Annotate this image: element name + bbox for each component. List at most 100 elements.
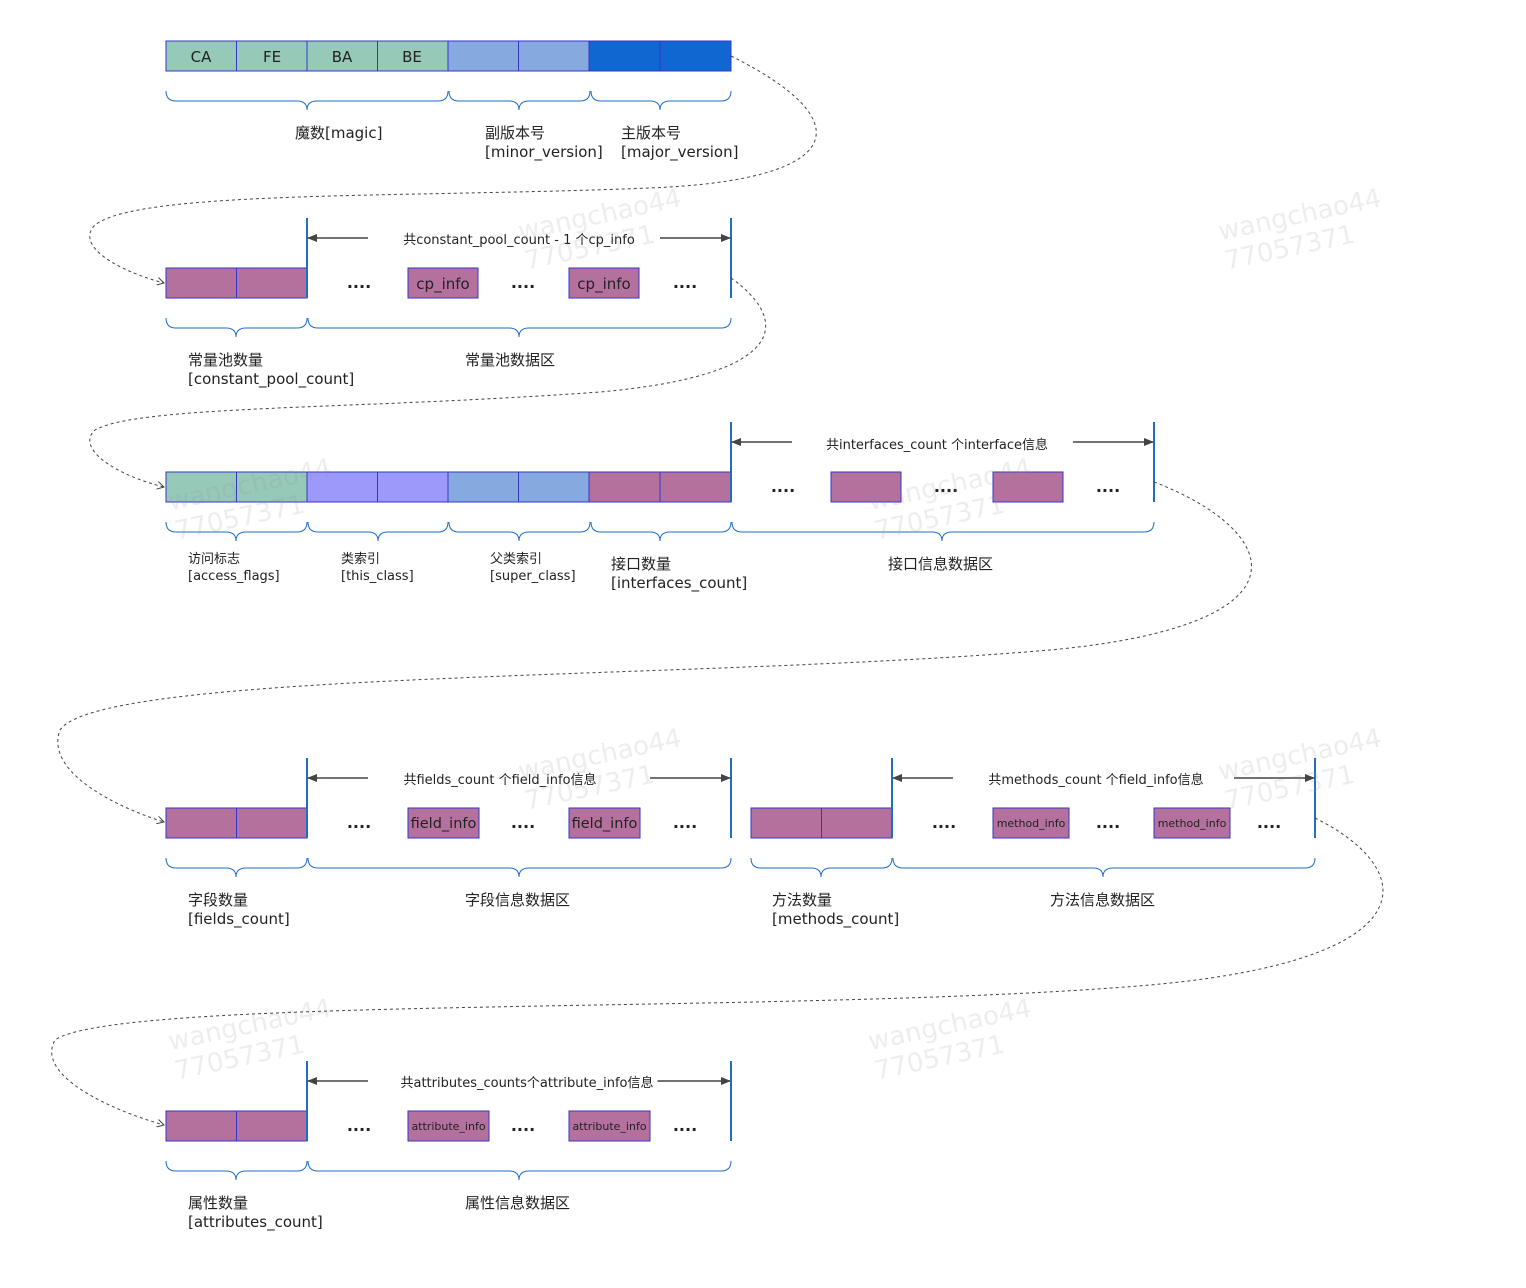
magic-brace <box>165 90 449 111</box>
attribute-info-cell-1 <box>407 1110 490 1142</box>
fields-count-cell-1 <box>165 807 237 839</box>
row4-fields-cells: field_info field_info .... .... .... <box>165 807 697 839</box>
constant-pool-count-cell-1 <box>165 267 237 299</box>
attribute-info-text-2: attribute_info <box>572 1120 646 1133</box>
field-ellipsis-1: .... <box>347 813 371 832</box>
super-class-cell-1 <box>447 471 519 503</box>
interfaces-count-cell-2 <box>659 471 732 503</box>
constant-pool-count-label: 常量池数量 [constant_pool_count] <box>188 351 355 388</box>
super-class-label: 父类索引 [super_class] <box>490 552 576 584</box>
minor-version-cell-1 <box>447 40 519 72</box>
method-ellipsis-3: .... <box>1257 813 1281 832</box>
cp-ellipsis-1: .... <box>347 273 371 292</box>
cp-ellipsis-3: .... <box>673 273 697 292</box>
field-ellipsis-3: .... <box>673 813 697 832</box>
fields-data-brace <box>307 857 732 878</box>
row2-bars-arrows <box>306 218 732 298</box>
row5-cells: attribute_info attribute_info .... .... … <box>165 1110 697 1142</box>
row5-bars-arrows <box>306 1061 732 1141</box>
attr-ellipsis-1: .... <box>347 1116 371 1135</box>
fields-data-label: 字段信息数据区 <box>465 891 571 909</box>
iface-ellipsis-1: .... <box>771 477 795 496</box>
interfaces-count-cell-1 <box>588 471 661 503</box>
fields-count-label: 字段数量 [fields_count] <box>188 891 290 928</box>
field-info-text-1: field_info <box>411 816 477 832</box>
minor-version-cell-2 <box>518 40 590 72</box>
access-flags-label: 访问标志 [access_flags] <box>188 552 280 584</box>
interfaces-span-label: 共interfaces_count 个interface信息 <box>821 434 1053 453</box>
method-info-text-2: method_info <box>1158 817 1227 830</box>
methods-count-brace <box>750 857 893 878</box>
access-flags-cell-1 <box>165 471 237 503</box>
iface-ellipsis-2: .... <box>934 477 958 496</box>
row2-braces <box>165 317 732 338</box>
row3-cells: .... .... .... <box>165 471 1120 503</box>
constant-pool-count-cell-2 <box>236 267 308 299</box>
connector-row4-to-row5 <box>51 817 1384 1125</box>
attribute-info-text-1: attribute_info <box>411 1120 485 1133</box>
iface-ellipsis-3: .... <box>1096 477 1120 496</box>
major-version-cell-1 <box>588 40 661 72</box>
methods-data-brace <box>892 857 1316 878</box>
row5-braces <box>165 1160 732 1181</box>
super-class-cell-2 <box>518 471 590 503</box>
magic-byte-ca-cell <box>165 40 237 72</box>
attr-ellipsis-2: .... <box>511 1116 535 1135</box>
interfaces-count-label: 接口数量 [interfaces_count] <box>611 555 748 592</box>
magic-byte-ca-text: CA <box>191 48 212 66</box>
fields-count-cell-2 <box>236 807 308 839</box>
minor-version-brace <box>448 90 591 111</box>
cp-data-brace <box>307 317 732 338</box>
row4-methods-cells: method_info method_info .... .... .... <box>750 807 1281 839</box>
row2-cells: cp_info cp_info .... .... .... <box>165 267 697 299</box>
interface-info-cell-2 <box>992 471 1064 503</box>
magic-label: 魔数[magic] <box>295 124 383 142</box>
cp-info-cell-1 <box>407 267 479 299</box>
attributes-span-label: 共attributes_counts个attribute_info信息 <box>396 1072 658 1091</box>
field-ellipsis-2: .... <box>511 813 535 832</box>
method-info-text-1: method_info <box>997 817 1066 830</box>
attr-ellipsis-3: .... <box>673 1116 697 1135</box>
cp-ellipsis-2: .... <box>511 273 535 292</box>
this-class-brace <box>307 521 449 542</box>
attr-data-brace <box>307 1160 732 1181</box>
methods-count-label: 方法数量 [methods_count] <box>772 891 900 928</box>
methods-count-cell-1 <box>750 807 822 839</box>
cp-info-cell-2 <box>568 267 640 299</box>
method-ellipsis-2: .... <box>1096 813 1120 832</box>
method-info-cell-2 <box>1153 807 1231 839</box>
row3-braces <box>165 521 1155 542</box>
attr-count-brace <box>165 1160 308 1181</box>
attributes-count-cell-1 <box>165 1110 237 1142</box>
magic-byte-ba-text: BA <box>332 48 353 66</box>
row4-braces <box>165 857 1316 878</box>
interfaces-data-label: 接口信息数据区 <box>888 555 994 573</box>
row3-bars-arrows <box>730 422 1155 502</box>
cp-info-text-2: cp_info <box>577 275 630 294</box>
magic-byte-ba-cell <box>306 40 378 72</box>
cp-count-brace <box>165 317 308 338</box>
attributes-count-label: 属性数量 [attributes_count] <box>188 1194 323 1231</box>
major-version-brace <box>590 90 732 111</box>
field-info-text-2: field_info <box>572 816 638 832</box>
interface-info-cell-1 <box>830 471 902 503</box>
methods-data-label: 方法信息数据区 <box>1050 891 1156 909</box>
this-class-cell-1 <box>306 471 378 503</box>
major-version-cell-2 <box>659 40 732 72</box>
row1-cells: CA FE BA BE <box>165 40 732 72</box>
minor-version-label: 副版本号 [minor_version] <box>485 124 603 161</box>
field-info-cell-1 <box>407 807 480 839</box>
field-info-cell-2 <box>568 807 641 839</box>
fields-count-brace <box>165 857 308 878</box>
access-flags-cell-2 <box>236 471 308 503</box>
cp-info-text-1: cp_info <box>416 275 469 294</box>
fields-span-label: 共fields_count 个field_info信息 <box>399 769 601 788</box>
row1-braces <box>165 90 732 111</box>
interfaces-data-brace <box>731 521 1155 542</box>
attributes-count-cell-2 <box>236 1110 308 1142</box>
magic-byte-fe-cell <box>236 40 308 72</box>
attributes-data-label: 属性信息数据区 <box>465 1194 571 1212</box>
methods-count-cell-2 <box>821 807 893 839</box>
